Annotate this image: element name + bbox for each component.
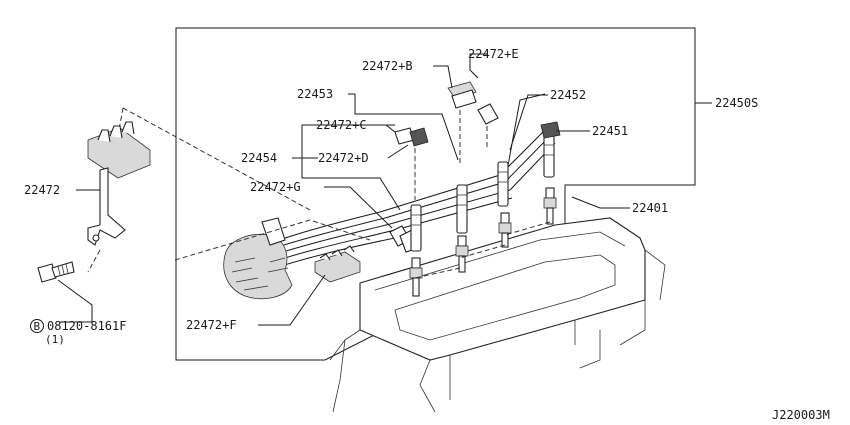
clip-b-part — [447, 81, 477, 109]
clip-e-part — [477, 103, 499, 125]
bolt-part — [37, 261, 75, 283]
clip-d-part — [409, 127, 429, 147]
callout-cable-22454: 22454 — [241, 151, 277, 165]
callout-cable-22452: 22452 — [550, 88, 586, 102]
callout-clip-c: 22472+C — [316, 118, 367, 132]
callout-clip-e: 22472+E — [468, 47, 519, 61]
spark-plugs — [409, 187, 557, 297]
engine-valve-cover — [329, 217, 666, 413]
callout-clip-d: 22472+D — [318, 151, 369, 165]
bolt-callout: B 08120-8161F (1) — [30, 319, 126, 346]
plug-boots — [410, 121, 561, 252]
assembly-outline — [175, 27, 696, 361]
bolt-marker: B — [34, 320, 41, 333]
callout-clip-g: 22472+G — [250, 180, 301, 194]
leader-lines — [57, 53, 712, 326]
callout-assembly: 22450S — [715, 96, 758, 110]
bracket-part — [87, 121, 151, 246]
distributor-cap — [223, 217, 293, 300]
bolt-part-number: 08120-8161F — [47, 319, 126, 333]
callout-clip-b: 22472+B — [362, 59, 413, 73]
callout-spark-plug: 22401 — [632, 201, 668, 215]
callout-cable-22453: 22453 — [297, 87, 333, 101]
clip-f-part — [314, 245, 361, 283]
callout-cable-22451: 22451 — [592, 124, 628, 138]
figure-code: J220003M — [772, 408, 830, 422]
callout-bracket: 22472 — [24, 183, 60, 197]
guide-lines — [87, 107, 551, 279]
bolt-quantity: (1) — [45, 333, 65, 346]
callout-clip-f: 22472+F — [186, 318, 237, 332]
